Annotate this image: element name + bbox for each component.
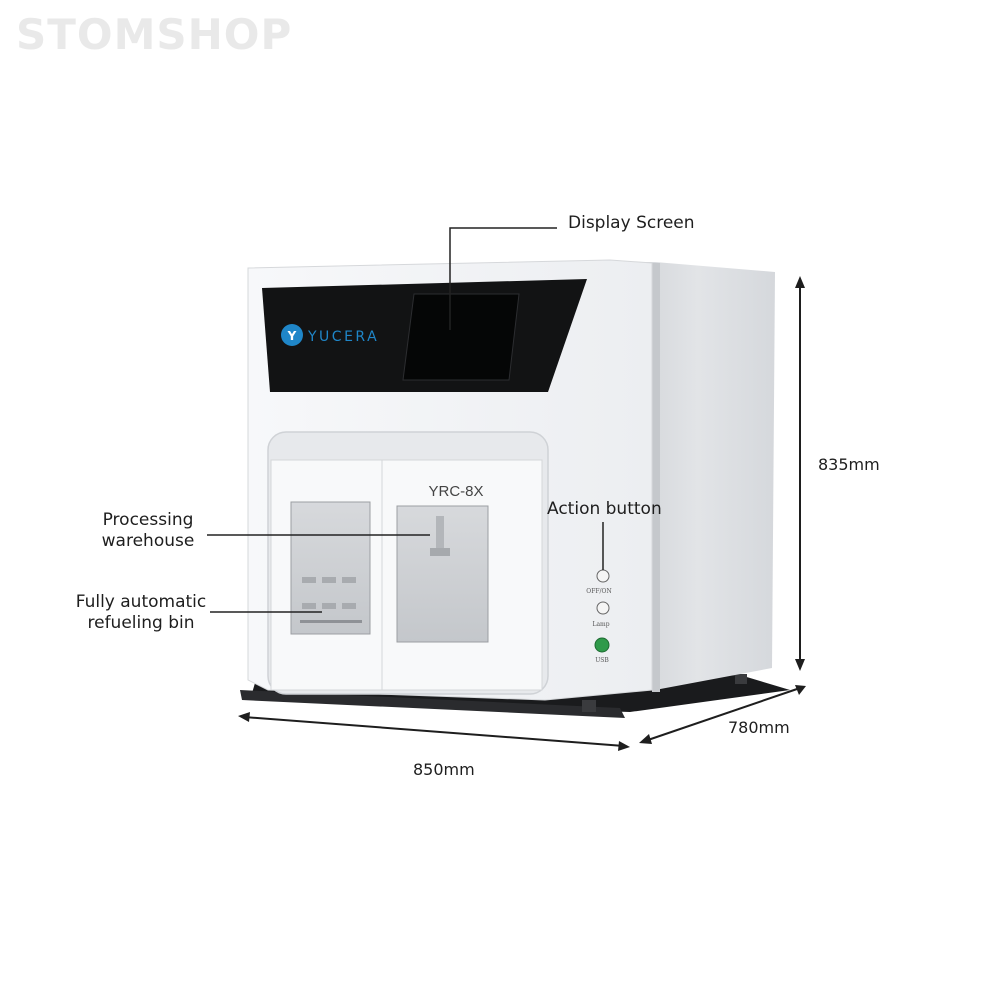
- arrow-head-depth-a: [639, 734, 652, 744]
- base-plate: [240, 690, 625, 718]
- width-dimension-label: 850mm: [413, 760, 475, 779]
- width-arrow: [243, 716, 625, 747]
- brand-logo-icon: [281, 324, 303, 346]
- refueling-bin-window: [290, 501, 371, 635]
- bin-item: [322, 577, 336, 583]
- height-dimension-label: 835mm: [818, 455, 880, 474]
- bin-item: [322, 603, 336, 609]
- processing-warehouse-line1: Processing: [102, 510, 194, 530]
- depth-dimension-label: 780mm: [728, 718, 790, 737]
- refueling-bin-callout: Fully automatic refueling bin: [68, 592, 214, 634]
- display-screen: [402, 293, 520, 381]
- refueling-bin-line2: refueling bin: [87, 613, 195, 633]
- foot: [582, 700, 596, 712]
- bin-item: [302, 603, 316, 609]
- display-screen-callout: Display Screen: [568, 213, 695, 233]
- bin-item: [302, 577, 316, 583]
- arrow-head-depth-b: [795, 685, 806, 695]
- power-button-icon: [596, 569, 610, 583]
- lamp-button-label: Lamp: [592, 621, 609, 628]
- bin-tray: [300, 620, 362, 623]
- arrow-head-left: [238, 712, 250, 722]
- model-label: YRC-8X: [428, 483, 483, 500]
- power-button-label: OFF/ON: [586, 588, 611, 595]
- spindle: [436, 516, 444, 550]
- foot: [735, 674, 747, 684]
- brand-name: YUCERA: [307, 329, 379, 345]
- svg-text:Y: Y: [287, 329, 297, 343]
- arrow-head-down: [795, 659, 805, 671]
- spindle-head: [430, 548, 450, 556]
- processing-warehouse-callout: Processing warehouse: [96, 510, 200, 552]
- arrow-head-right: [618, 741, 630, 751]
- bin-item: [342, 577, 356, 583]
- lamp-button-icon: [596, 601, 610, 615]
- depth-arrow: [644, 687, 801, 742]
- action-button-callout: Action button: [547, 499, 662, 519]
- usb-port-icon: [594, 637, 610, 653]
- processing-warehouse-line2: warehouse: [101, 531, 195, 551]
- arrow-head-up: [795, 276, 805, 288]
- side-panel-edge: [652, 263, 660, 692]
- leader-line-display: [449, 227, 557, 330]
- bin-item: [342, 603, 356, 609]
- watermark: STOMSHOP: [16, 10, 293, 59]
- refueling-bin-line1: Fully automatic: [75, 592, 207, 612]
- usb-port-label: USB: [595, 657, 609, 664]
